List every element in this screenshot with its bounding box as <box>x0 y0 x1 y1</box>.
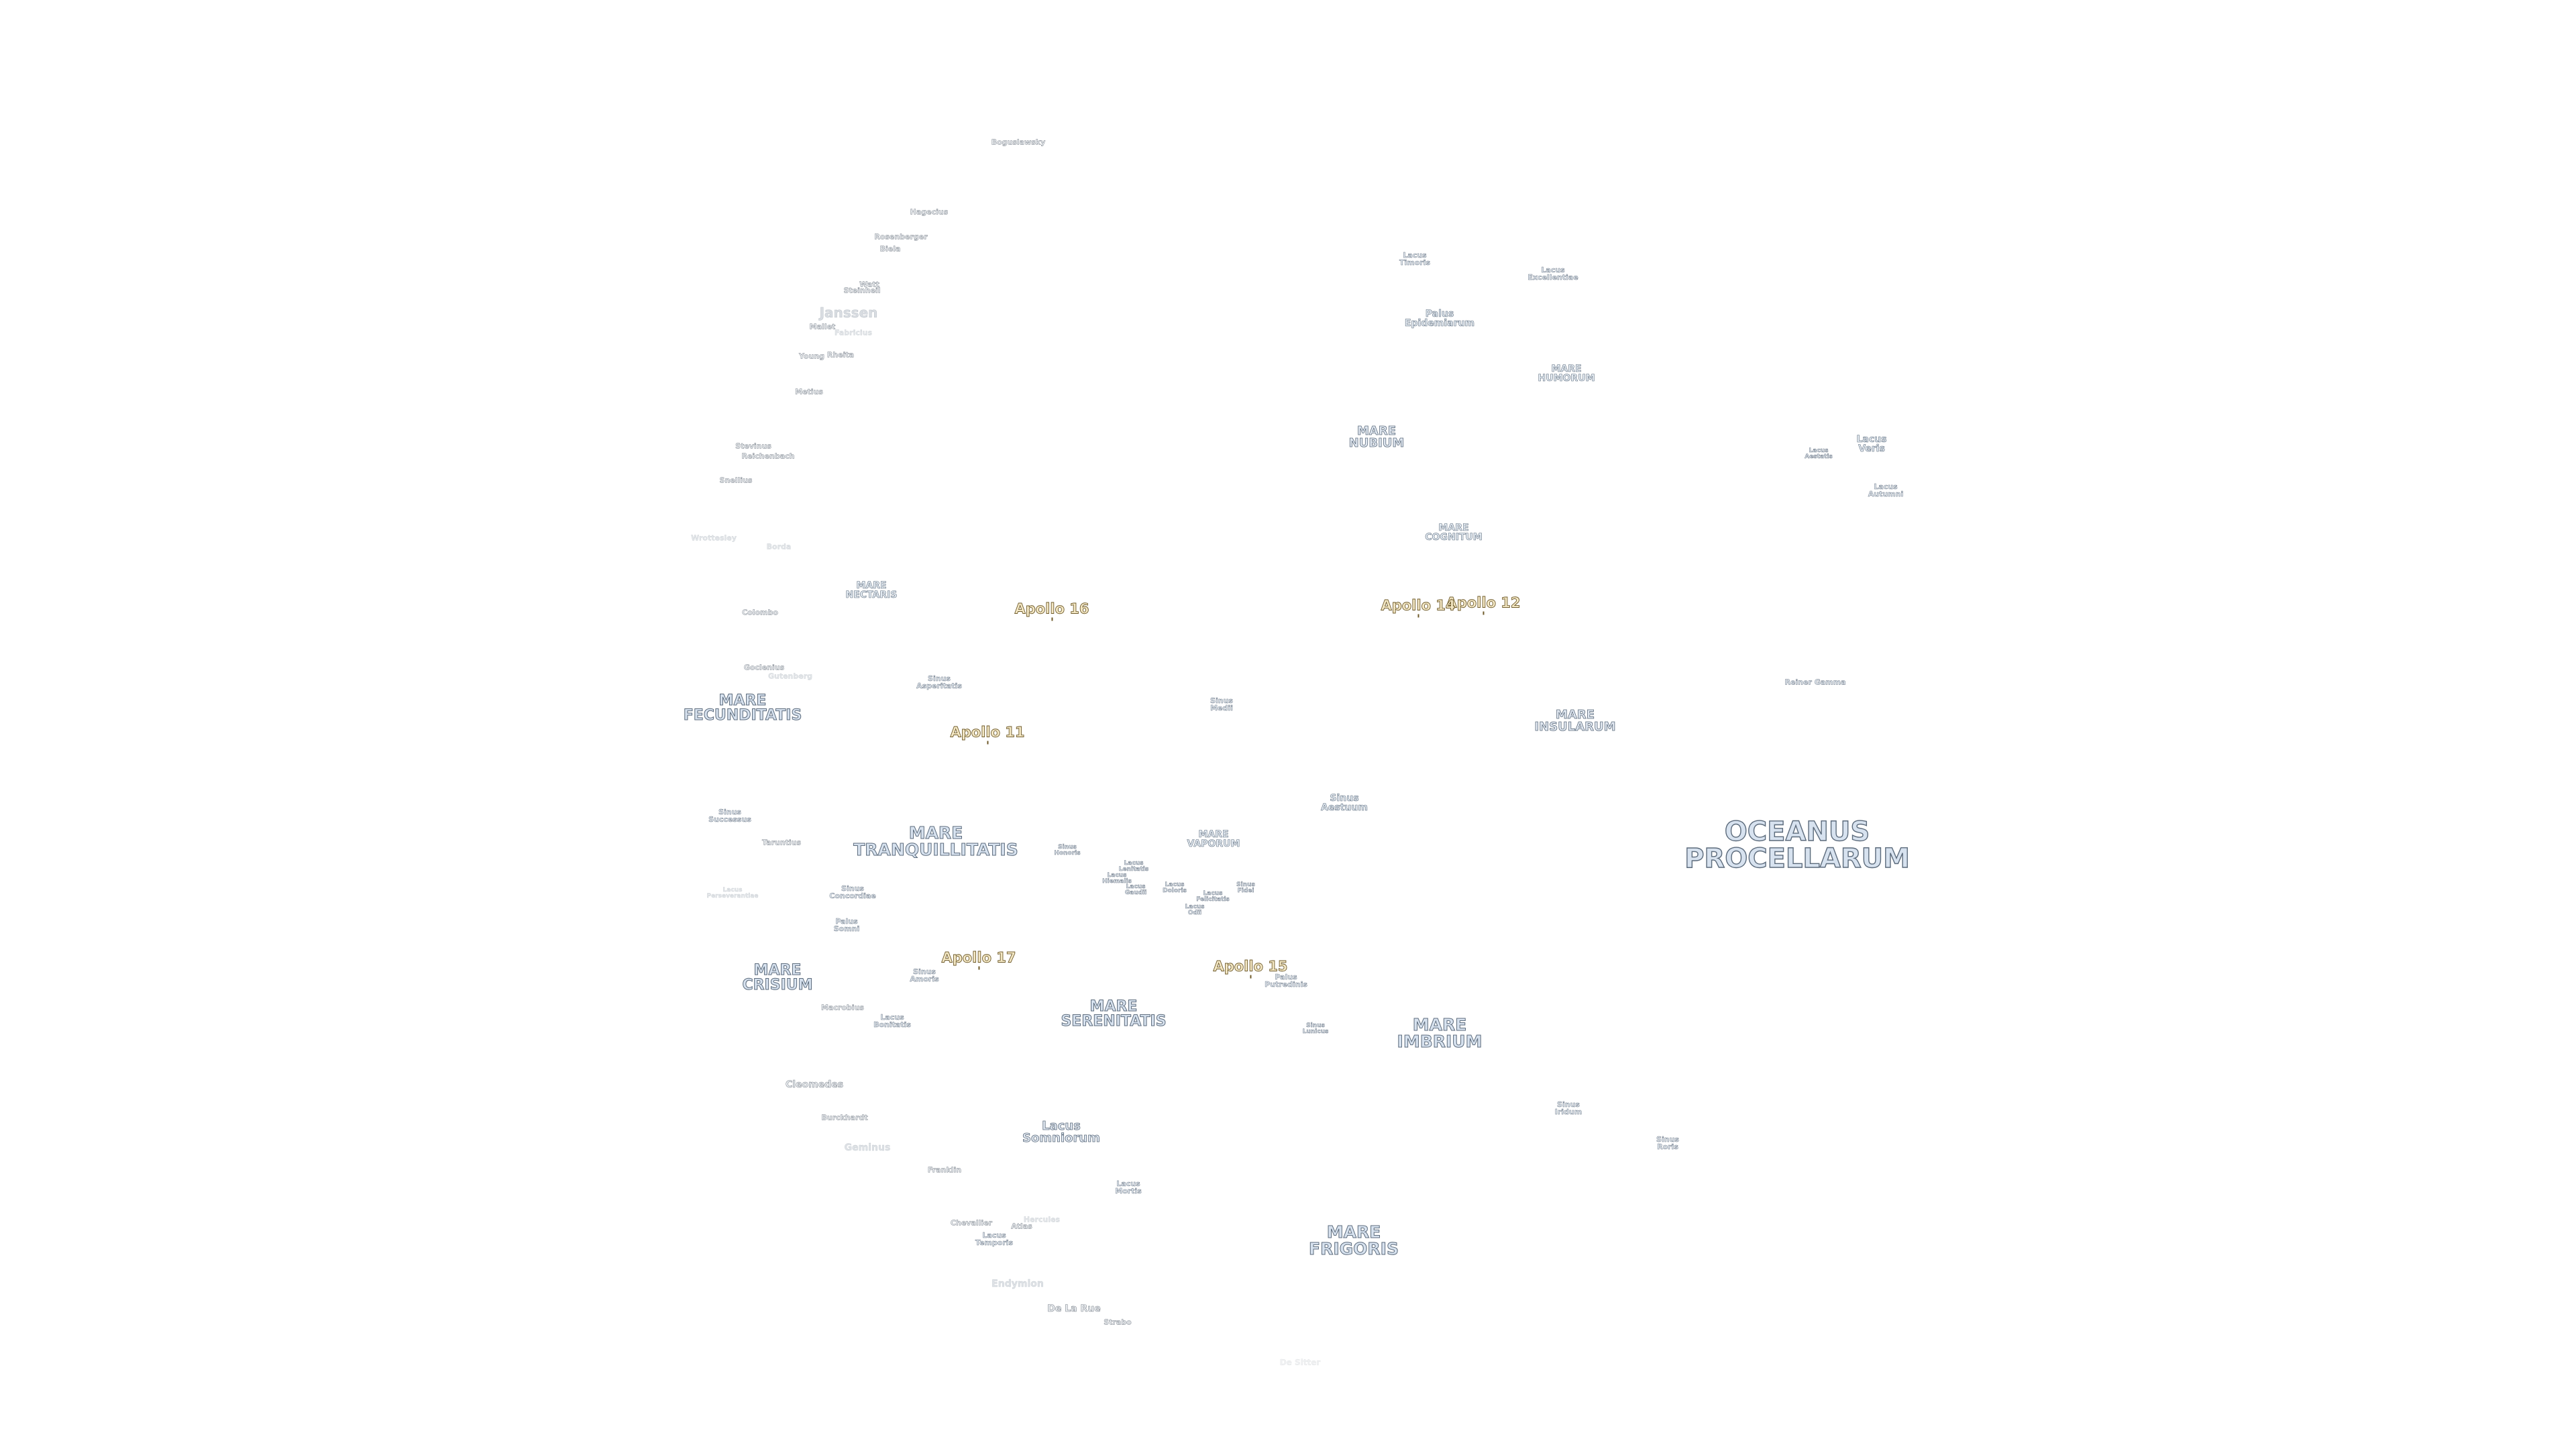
label-watt: Watt <box>859 280 879 289</box>
label-lacus-temporis: Lacus Temporis <box>975 1231 1014 1247</box>
label-mare-imbrium: MARE IMBRIUM <box>1397 1015 1483 1051</box>
label-de-sitter: De Sitter <box>1279 1358 1321 1367</box>
label-sinus-lunicus: Sinus Lunicus <box>1302 1022 1329 1035</box>
label-endymion: Endymion <box>991 1279 1044 1289</box>
label-lacus-aestatis: Lacus Aestatis <box>1805 447 1833 460</box>
landing-site-tick <box>977 966 979 970</box>
label-snellius: Snellius <box>719 476 753 485</box>
label-lacus-timoris: Lacus Timoris <box>1399 251 1431 267</box>
label-lacus-veris: Lacus Veris <box>1856 434 1887 454</box>
label-lacus-bonitatis: Lacus Bonitatis <box>873 1013 911 1029</box>
label-mare-frigoris: MARE FRIGORIS <box>1309 1222 1399 1258</box>
label-lacus-hiemalis: Lacus Hiemalis <box>1102 872 1132 885</box>
label-cleomedes: Cleomedes <box>785 1079 844 1090</box>
label-sinus-aestuum: Sinus Aestuum <box>1321 793 1368 813</box>
label-sinus-successus: Sinus Successus <box>708 808 751 824</box>
label-lacus-doloris: Lacus Doloris <box>1163 881 1187 894</box>
label-lacus-somniorum: Lacus Somniorum <box>1022 1119 1101 1145</box>
apollo-12-marker[interactable]: Apollo 12 <box>1446 596 1521 615</box>
label-gutenberg: Gutenberg <box>767 672 813 681</box>
label-reichenbach: Reichenbach <box>741 451 795 461</box>
label-sinus-asperitatis: Sinus Asperitatis <box>916 674 962 690</box>
label-mare-vaporum: MARE VAPORUM <box>1187 829 1240 849</box>
landing-site-tick <box>1417 614 1419 618</box>
label-lacus-gaudii: Lacus Gaudii <box>1124 883 1147 896</box>
label-sinus-honoris: Sinus Honoris <box>1054 844 1081 857</box>
label-chevallier: Chevallier <box>950 1218 993 1228</box>
label-sinus-amoris: Sinus Amoris <box>910 967 939 983</box>
label-palus-somni: Palus Somni <box>833 917 860 933</box>
label-lacus-autumni: Lacus Autumni <box>1868 482 1904 498</box>
landing-site-tick <box>1051 617 1053 621</box>
label-palus-putredinis: Palus Putredinis <box>1265 973 1307 989</box>
label-lacus-odii: Lacus Odii <box>1185 904 1205 916</box>
label-franklin: Franklin <box>927 1165 962 1175</box>
label-mare-humorum: MARE HUMORUM <box>1538 364 1595 384</box>
apollo-15-marker[interactable]: Apollo 15 <box>1213 959 1288 979</box>
label-colombo: Colombo <box>742 608 778 617</box>
label-sinus-roris: Sinus Roris <box>1656 1135 1679 1151</box>
label-steinheil: Steinheil <box>843 286 881 295</box>
label-hagecius: Hagecius <box>910 207 949 217</box>
label-fabricius: Fabricius <box>834 328 873 337</box>
label-rheita: Rheita <box>826 350 855 360</box>
label-reiner-gamma: Reiner Gamma <box>1784 678 1846 687</box>
label-lacus-felicitatis: Lacus Felicitatis <box>1196 890 1230 903</box>
label-stevinus: Stevinus <box>735 441 771 451</box>
label-strabo: Strabo <box>1104 1318 1132 1327</box>
label-mare-tranquillitatis: MARE TRANQUILLITATIS <box>853 823 1018 859</box>
landing-site-tick <box>1482 611 1484 615</box>
label-metius: Metius <box>795 387 823 396</box>
label-mare-insularum: MARE INSULARUM <box>1534 708 1616 734</box>
landing-site-tick <box>986 741 988 745</box>
label-goclenius: Goclenius <box>743 663 785 672</box>
label-macrobius: Macrobius <box>821 1003 864 1012</box>
label-atlas: Atlas <box>1011 1222 1032 1231</box>
label-palus-epidemiarum: Palus Epidemiarum <box>1404 309 1475 329</box>
label-janssen: Janssen <box>819 305 878 321</box>
label-sinus-concordiae: Sinus Concordiae <box>829 884 876 900</box>
apollo-16-marker[interactable]: Apollo 16 <box>1014 602 1089 621</box>
label-burckhardt: Burckhardt <box>821 1113 868 1122</box>
label-lacus-excellentiae: Lacus Excellentiae <box>1527 266 1578 282</box>
label-sinus-medii: Sinus Medii <box>1210 696 1233 712</box>
label-mare-cognitum: MARE COGNITUM <box>1425 523 1483 543</box>
label-mare-serenitatis: MARE SERENITATIS <box>1061 998 1167 1030</box>
label-oceanus-procellarum: OCEANUS PROCELLARUM <box>1684 816 1910 874</box>
label-geminus: Geminus <box>844 1142 891 1153</box>
label-mare-nubium: MARE NUBIUM <box>1348 424 1405 450</box>
landing-site-tick <box>1249 975 1251 979</box>
label-mare-nectaris: MARE NECTARIS <box>845 580 898 600</box>
apollo-14-marker[interactable]: Apollo 14 <box>1381 598 1456 618</box>
label-sinus-fidei: Sinus Fidei <box>1236 881 1255 894</box>
label-boguslawsky: Boguslawsky <box>991 138 1046 147</box>
label-lacus-mortis: Lacus Mortis <box>1115 1179 1142 1195</box>
label-taruntius: Taruntius <box>761 838 802 847</box>
label-mare-crisium: MARE CRISIUM <box>742 962 813 994</box>
label-mallet: Mallet <box>809 322 836 331</box>
label-rosenberger: Rosenberger <box>874 232 928 241</box>
label-de-la-rue: De La Rue <box>1047 1303 1101 1314</box>
label-lacus-lenitatis: Lacus Lenitatis <box>1118 860 1149 873</box>
label-borda: Borda <box>766 542 792 551</box>
label-biela: Biela <box>879 244 901 254</box>
apollo-17-marker[interactable]: Apollo 17 <box>941 951 1016 970</box>
label-sinus-iridum: Sinus Iridum <box>1554 1100 1582 1116</box>
label-young: Young <box>798 352 825 361</box>
label-wrottesley: Wrottesley <box>691 533 737 543</box>
apollo-11-marker[interactable]: Apollo 11 <box>950 725 1025 745</box>
label-hercules: Hercules <box>1023 1215 1061 1224</box>
label-lacus-perseverantiae: Lacus Perseverantiae <box>706 887 759 900</box>
label-mare-fecunditatis: MARE FECUNDITATIS <box>683 692 802 724</box>
